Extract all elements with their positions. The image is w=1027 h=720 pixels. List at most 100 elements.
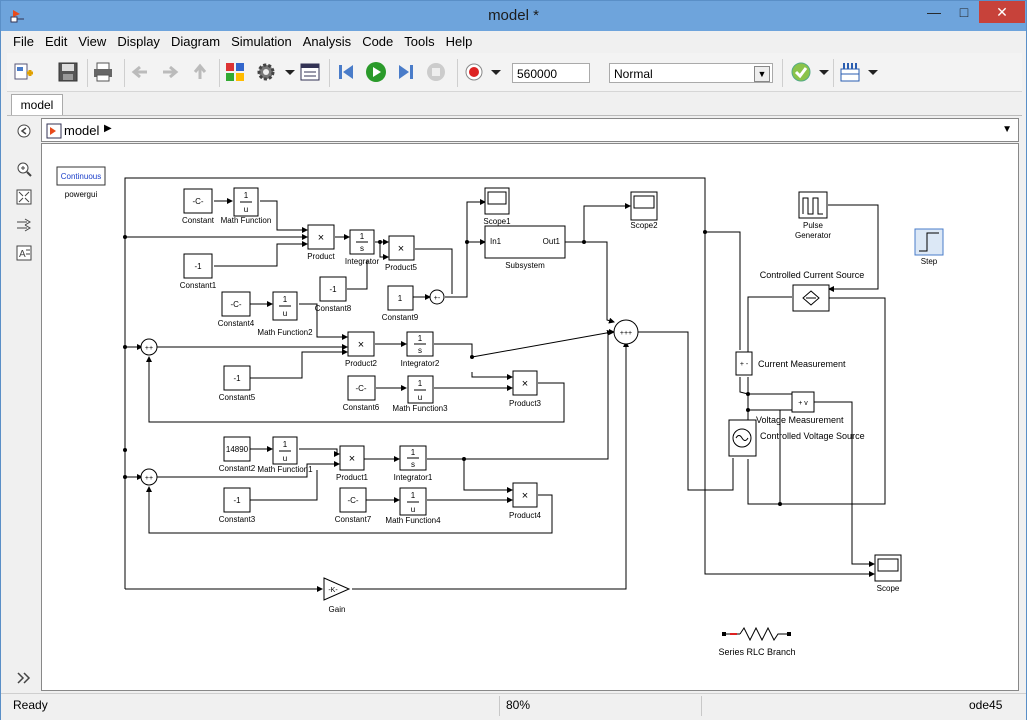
constant9-body: 1 <box>398 294 403 303</box>
stop-icon[interactable] <box>425 61 447 83</box>
print-icon[interactable] <box>92 61 114 83</box>
back-arrow-icon[interactable] <box>129 61 151 83</box>
stop-time-input[interactable]: 560000 <box>512 63 590 83</box>
zoom-in-icon[interactable] <box>16 161 32 177</box>
menu-diagram[interactable]: Diagram <box>170 34 221 49</box>
signal-table-icon[interactable] <box>839 61 861 83</box>
menu-simulation[interactable]: Simulation <box>231 34 292 49</box>
title-bar[interactable]: model * — □ ✕ <box>1 1 1026 31</box>
constant7-block[interactable]: -C-Constant7 <box>335 487 372 524</box>
product2-label: Product2 <box>345 359 378 368</box>
sum-block[interactable]: ++ <box>140 338 158 356</box>
record-icon[interactable] <box>463 61 485 83</box>
product3-block[interactable]: ×Product3 <box>509 370 542 408</box>
expand-icon[interactable] <box>16 670 32 686</box>
fit-to-view-icon[interactable] <box>16 189 32 205</box>
model-explorer-icon[interactable] <box>299 61 321 83</box>
forward-arrow-icon[interactable] <box>159 61 181 83</box>
series-rlc-branch-label: Series RLC Branch <box>718 647 795 657</box>
constant4-block[interactable]: -C-Constant4 <box>218 291 255 328</box>
menu-analysis[interactable]: Analysis <box>302 34 352 49</box>
menu-help[interactable]: Help <box>445 34 473 49</box>
powergui-body: Continuous <box>61 172 101 181</box>
breadcrumb-model[interactable]: model <box>64 123 100 138</box>
gain-block[interactable]: -K-Gain <box>323 577 351 614</box>
menu-edit[interactable]: Edit <box>44 34 68 49</box>
product2-block[interactable]: ×Product2 <box>345 331 378 368</box>
sum-block[interactable]: ++ <box>140 468 158 486</box>
annotation-icon[interactable]: A <box>16 245 32 261</box>
math-function3-den: u <box>418 393 422 402</box>
menu-tools[interactable]: Tools <box>404 34 435 49</box>
menu-code[interactable]: Code <box>362 34 394 49</box>
chevron-right-icon[interactable]: ▶ <box>104 123 112 134</box>
close-button[interactable]: ✕ <box>979 1 1025 23</box>
scope1-block[interactable]: Scope1 <box>483 187 511 226</box>
sum-block[interactable]: +- <box>429 289 445 305</box>
chevron-down-icon[interactable] <box>813 61 835 83</box>
maximize-button[interactable]: □ <box>959 4 969 20</box>
powergui-label: powergui <box>65 190 98 199</box>
product1-block[interactable]: ×Product1 <box>336 445 369 482</box>
new-model-icon[interactable] <box>13 61 35 83</box>
series-rlc-branch-block[interactable]: Series RLC Branch <box>718 626 796 657</box>
chevron-down-icon[interactable] <box>279 61 301 83</box>
chevron-down-icon[interactable] <box>485 61 507 83</box>
powergui-block[interactable]: Continuous powergui <box>56 166 106 199</box>
menu-view[interactable]: View <box>78 34 107 49</box>
chevron-down-icon[interactable]: ▼ <box>754 66 770 82</box>
gear-icon[interactable] <box>255 61 277 83</box>
menu-file[interactable]: File <box>13 34 34 49</box>
product-block[interactable]: ×Product <box>307 224 336 261</box>
arrow-right-icon[interactable] <box>16 217 32 233</box>
menu-display[interactable]: Display <box>117 34 160 49</box>
current-measurement-block[interactable]: + -Current Measurement <box>735 351 846 376</box>
svg-text:A: A <box>19 249 26 260</box>
product4-block[interactable]: ×Product4 <box>509 482 542 520</box>
product5-block[interactable]: ×Product5 <box>385 235 418 272</box>
run-icon[interactable] <box>365 61 387 83</box>
model-advisor-check-icon[interactable] <box>790 61 812 83</box>
up-arrow-icon[interactable] <box>189 61 211 83</box>
sum-block[interactable]: +++ <box>613 319 639 345</box>
minimize-button[interactable]: — <box>927 4 941 20</box>
pulse-generator-label: Pulse <box>803 221 824 230</box>
scope-block[interactable]: Scope <box>874 554 902 593</box>
controlled-voltage-source-block[interactable]: Controlled Voltage Source <box>728 419 865 457</box>
step-forward-icon[interactable] <box>395 61 417 83</box>
save-icon[interactable] <box>57 61 79 83</box>
chevron-down-icon[interactable] <box>862 61 884 83</box>
step-block[interactable]: Step <box>914 228 944 266</box>
step-back-icon[interactable] <box>335 61 357 83</box>
constant-block[interactable]: -C-Constant <box>182 188 215 225</box>
constant6-block[interactable]: -C-Constant6 <box>343 375 380 412</box>
simulation-mode-select[interactable]: Normal ▼ <box>609 63 773 83</box>
tab-model[interactable]: model <box>11 94 63 115</box>
scope2-block[interactable]: Scope2 <box>630 191 658 230</box>
controlled-current-source-block[interactable]: Controlled Current Source <box>760 270 865 312</box>
library-browser-icon[interactable] <box>224 61 246 83</box>
solver-name: ode45 <box>969 698 1003 712</box>
breadcrumb[interactable]: model ▶ ▼ <box>41 118 1019 142</box>
chevron-down-icon[interactable]: ▼ <box>1002 124 1012 135</box>
hide-browser-icon[interactable] <box>16 123 32 139</box>
